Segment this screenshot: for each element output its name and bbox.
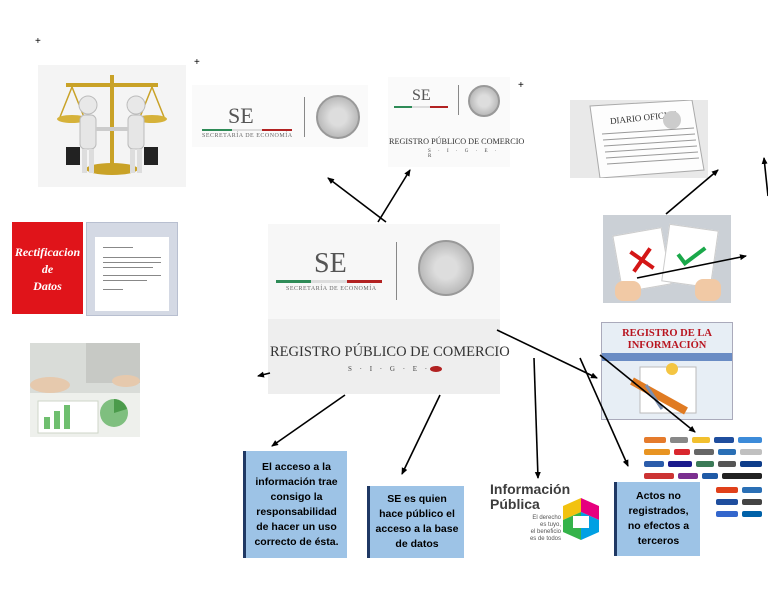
logo-divider: [304, 97, 305, 137]
arrow: [579, 357, 629, 467]
informacion-publica-logo: Información Pública El derecho es tuyo, …: [487, 480, 599, 546]
reject-card: [612, 227, 672, 293]
rpc-title: REGISTRO PÚBLICO DE COMERCIO: [270, 344, 510, 360]
se-mark: SE: [412, 87, 431, 104]
plus-mark: +: [35, 36, 41, 47]
hand: [695, 279, 721, 301]
arrow: [327, 177, 387, 223]
registro-title: REGISTRO DE LA INFORMACIÓN: [602, 328, 732, 352]
infopub-slogan: es tuyo,: [539, 522, 561, 528]
arrow: [665, 169, 719, 215]
tricolor-line: [202, 129, 292, 131]
tricolor-line: [276, 280, 382, 283]
justice-scales-handshake-image: [38, 65, 186, 187]
se-logo-section: SE SECRETARÍA DE ECONOMÍA: [268, 224, 500, 319]
se-mark: SE: [314, 248, 347, 279]
arrow: [257, 371, 271, 378]
rectification-line: de: [41, 262, 54, 276]
official-gazette-image: DIARIO OFICIAL: [570, 99, 708, 179]
approve-reject-cards-image: [603, 215, 731, 303]
arrow: [496, 329, 598, 379]
rectification-line: Datos: [33, 279, 62, 293]
plus-mark: +: [194, 57, 200, 68]
infopub-slogan: es de todos: [529, 536, 561, 542]
logo-divider: [396, 242, 397, 300]
infopub-slogan: el beneficio: [530, 529, 561, 535]
logo-divider: [458, 85, 459, 115]
tricolor-line: [394, 106, 448, 108]
access-responsibility-box: El acceso a la información trae consigo …: [243, 451, 347, 558]
rpc-logo-small: SE REGISTRO PÚBLICO DE COMERCIO S · I · …: [388, 77, 524, 167]
infopub-title: Información: [490, 481, 571, 497]
national-seal-icon: [468, 85, 500, 117]
arrow: [533, 357, 541, 479]
national-seal-icon: [418, 240, 474, 296]
siger-label: S · I · G · E · R: [348, 365, 443, 373]
registro-title-line: REGISTRO DE LA: [622, 328, 712, 339]
rpc-section: REGISTRO PÚBLICO DE COMERCIO S · I · G ·…: [268, 319, 510, 394]
pencil-document-icon: [630, 363, 697, 415]
box-text: SE es quien hace público el acceso a la …: [375, 493, 459, 550]
se-logo: SE SECRETARÍA DE ECONOMÍA: [192, 85, 368, 147]
registro-informacion-image: REGISTRO DE LA INFORMACIÓN: [601, 322, 733, 420]
ministry-name: SECRETARÍA DE ECONOMÍA: [202, 133, 293, 139]
infopub-slogan: El derecho: [532, 515, 561, 521]
se-rpc-main-logo: SE SECRETARÍA DE ECONOMÍA REGISTRO PÚBLI…: [268, 224, 510, 394]
rpc-title: REGISTRO PÚBLICO DE COMERCIO: [389, 137, 525, 146]
title-band: [602, 353, 732, 361]
arrow: [377, 169, 411, 223]
plus-mark: +: [518, 80, 524, 91]
infopub-title: Pública: [490, 496, 540, 512]
business-charts-photo: [30, 343, 140, 437]
arrow: [636, 254, 747, 279]
siger-label: S · I · G · E · R: [428, 149, 500, 159]
box-text: El acceso a la información trae consigo …: [254, 460, 339, 548]
arrow: [761, 157, 768, 197]
national-seal-icon: [316, 95, 360, 139]
approve-card: [661, 223, 719, 289]
colored-cube-icon: [563, 498, 599, 540]
red-dot: [430, 366, 442, 372]
document-screenshot-image: [86, 222, 178, 316]
ministry-name: SECRETARÍA DE ECONOMÍA: [286, 286, 377, 292]
document-page: [95, 237, 169, 311]
hand: [615, 281, 641, 301]
registro-title-line: INFORMACIÓN: [627, 340, 707, 351]
arrow: [599, 354, 696, 433]
unregistered-acts-box: Actos no registrados, no efectos a terce…: [614, 482, 700, 556]
se-public-access-box: SE es quien hace público el acceso a la …: [367, 486, 464, 558]
rectification-label-panel: Rectificacion de Datos: [12, 222, 83, 314]
se-mark: SE: [228, 103, 254, 128]
arrow: [401, 394, 441, 475]
arrow: [271, 394, 346, 447]
rectification-line: Rectificacion: [14, 245, 81, 259]
company-logos-collage: [640, 433, 768, 529]
box-text: Actos no registrados, no efectos a terce…: [627, 490, 690, 547]
